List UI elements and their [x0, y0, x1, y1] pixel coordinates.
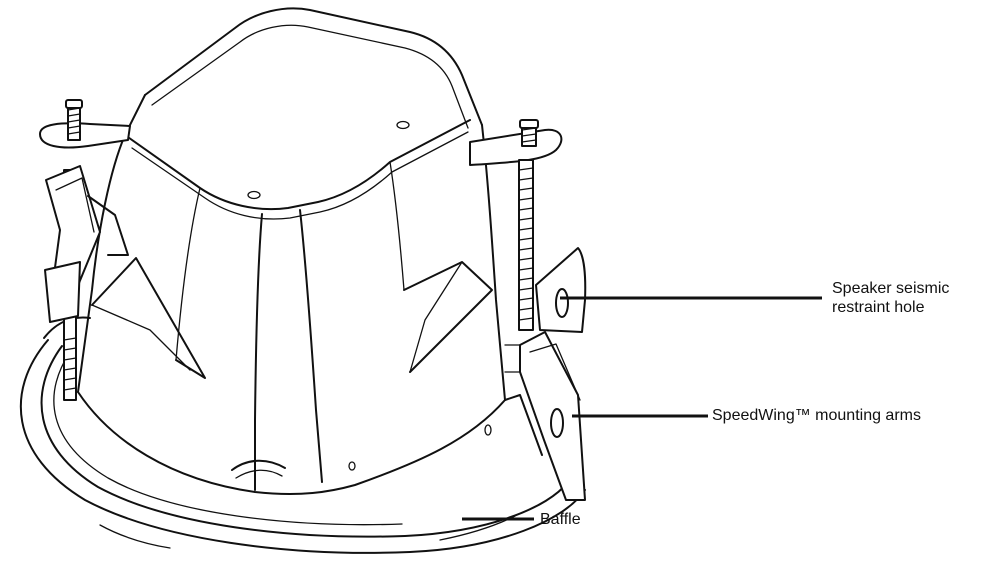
- baffle-label: Baffle: [540, 510, 581, 529]
- seismic-hole-label: Speaker seismic restraint hole: [832, 279, 949, 317]
- mounting-arms-label: SpeedWing™ mounting arms: [712, 406, 921, 425]
- rear-enclosure: [77, 7, 506, 496]
- seismic-hole-label-line1: Speaker seismic: [832, 280, 950, 297]
- seismic-hole-label-line2: restraint hole: [832, 299, 925, 316]
- right-mounting-assembly: [469, 119, 563, 331]
- left-mounting-assembly: [39, 99, 131, 401]
- front-recesses: [91, 257, 493, 479]
- mounting-arms-label-text: SpeedWing™ mounting arms: [712, 407, 921, 424]
- baffle-label-text: Baffle: [540, 511, 581, 528]
- right-speedwing-arm: [504, 247, 587, 501]
- seismic-restraint-hole: [555, 288, 569, 318]
- mounting-arm-hole: [550, 408, 564, 438]
